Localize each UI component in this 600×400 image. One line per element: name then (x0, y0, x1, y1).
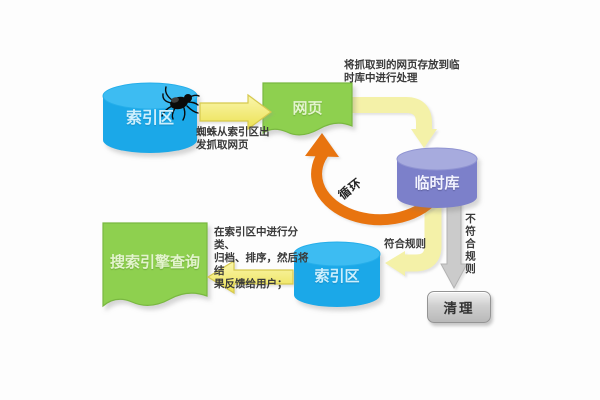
arrow-loop (305, 133, 439, 226)
temp-db-cylinder (396, 147, 478, 208)
arrow-match-rule (385, 200, 442, 276)
match-rule-label: 符合规则 (384, 238, 426, 250)
not-match-rule-label: 不符合规则 (464, 213, 476, 276)
cleanup-button: 清理 (427, 291, 491, 323)
index-area-top-cylinder (102, 82, 198, 153)
spider-note: 蜘蛛从索引区出 发抓取网页 (196, 126, 270, 151)
feedback-note: 在索引区中进行分类、 归档、排序，然后将结 果反馈给用户； (214, 226, 309, 290)
arrow-crawl (199, 93, 273, 131)
arrow-not-match-rule (440, 199, 468, 290)
spider-icon (161, 86, 200, 121)
arrow-store (352, 97, 437, 148)
store-note: 将抓取到的网页存放到临 时库中进行处理 (344, 59, 460, 84)
arrow-feedback (206, 259, 294, 295)
webpage-shape (262, 82, 353, 136)
index-area-bottom-cylinder (293, 241, 381, 307)
search-query-shape (102, 222, 208, 308)
